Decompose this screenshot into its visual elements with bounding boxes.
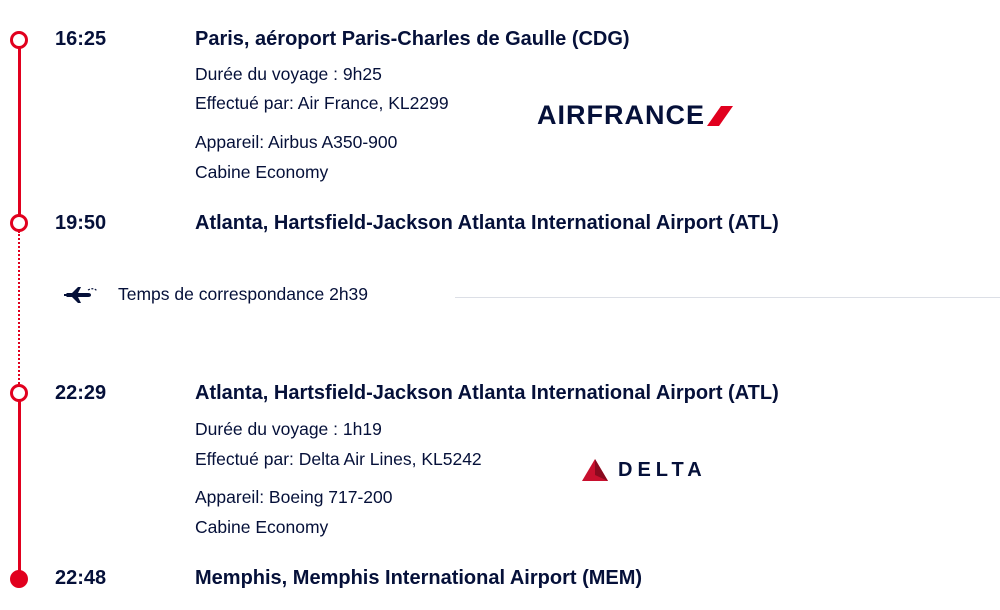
arrival-time: 19:50 (55, 212, 107, 234)
timeline-node-departure-2 (10, 384, 28, 402)
delta-logo: DELTA (580, 455, 707, 485)
cabin-class: Cabine Economy (195, 162, 329, 182)
air-france-logo: AIRFRANCE (537, 100, 733, 130)
flight-duration: Durée du voyage : 1h19 (195, 419, 382, 439)
flight-duration: Durée du voyage : 9h25 (195, 64, 382, 84)
timeline-dotted-connection (18, 231, 20, 391)
departure-airport: Paris, aéroport Paris-Charles de Gaulle … (195, 28, 630, 50)
departure-airport: Atlanta, Hartsfield-Jackson Atlanta Inte… (195, 382, 779, 404)
connection-divider (455, 297, 1000, 298)
timeline-node-arrival-1 (10, 214, 28, 232)
timeline-node-arrival-2 (10, 570, 28, 588)
operated-by: Effectué par: Delta Air Lines, KL5242 (195, 449, 482, 469)
departure-time: 16:25 (55, 28, 107, 50)
arrival-airport: Atlanta, Hartsfield-Jackson Atlanta Inte… (195, 212, 779, 234)
delta-widget-icon (582, 459, 608, 481)
cabin-class: Cabine Economy (195, 517, 329, 537)
timeline-line-segment-1 (18, 40, 21, 222)
connecting-flight-icon (64, 287, 98, 303)
operated-by: Effectué par: Air France, KL2299 (195, 93, 449, 113)
timeline-node-departure-1 (10, 31, 28, 49)
departure-time: 22:29 (55, 382, 107, 404)
delta-logo-text: DELTA (618, 458, 707, 481)
air-france-logo-text: AIRFRANCE (537, 99, 705, 130)
aircraft-type: Appareil: Airbus A350-900 (195, 132, 398, 152)
aircraft-type: Appareil: Boeing 717-200 (195, 487, 393, 507)
air-france-slash-icon (707, 106, 733, 126)
connection-time: Temps de correspondance 2h39 (118, 284, 369, 304)
arrival-time: 22:48 (55, 567, 107, 589)
arrival-airport: Memphis, Memphis International Airport (… (195, 567, 643, 589)
timeline-line-segment-2 (18, 395, 21, 579)
